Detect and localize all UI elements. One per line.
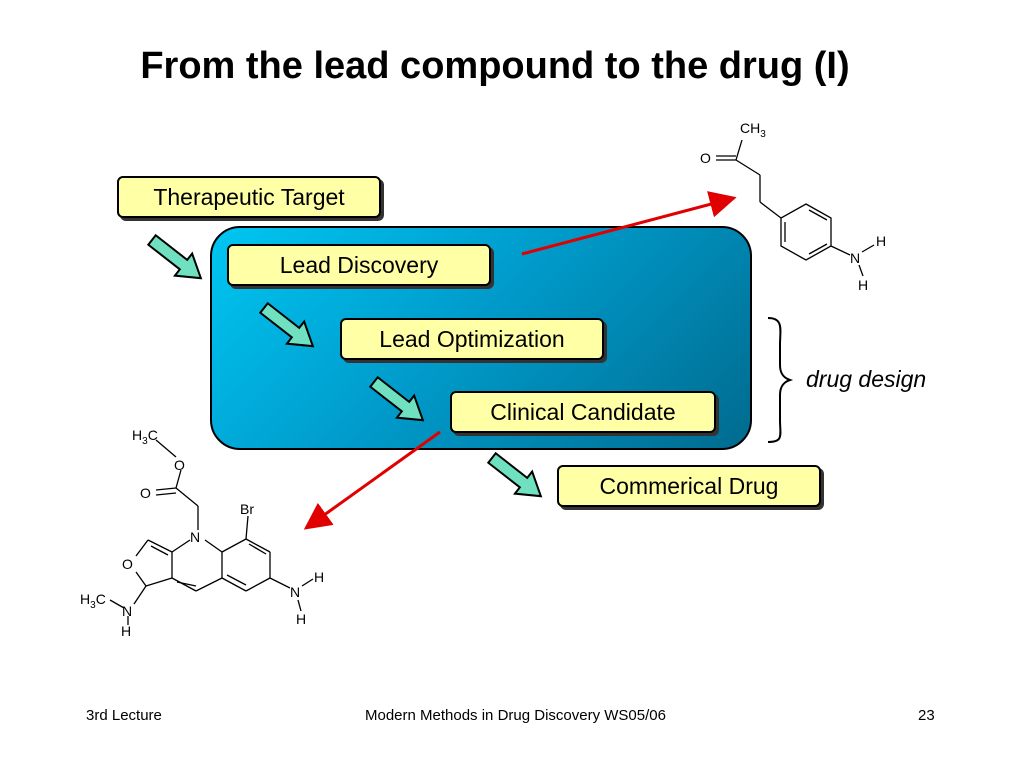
footer-left: 3rd Lecture <box>86 707 162 724</box>
mol2-carbonyl-o-label: O <box>140 485 151 501</box>
flow-arrow-3 <box>368 375 425 422</box>
pointer-arrow-to-candidate-molecule <box>303 430 441 530</box>
mol2-amine-h1-label: H <box>314 569 324 585</box>
flow-arrow-2 <box>258 301 315 348</box>
mol2-furan-o-label: O <box>122 556 133 572</box>
mol1-ch3-label: CH3 <box>740 120 766 140</box>
footer-center: Modern Methods in Drug Discovery WS05/06 <box>365 707 666 724</box>
clinical-candidate-box: Clinical Candidate <box>450 391 716 433</box>
therapeutic-target-box: Therapeutic Target <box>117 176 381 218</box>
slide-title: From the lead compound to the drug (I) <box>140 45 850 87</box>
lead-optimization-box: Lead Optimization <box>340 318 604 360</box>
mol2-amine-h2-label: H <box>296 611 306 627</box>
commercial-drug-box: Commerical Drug <box>557 465 821 507</box>
lead-molecule-structure <box>716 139 875 277</box>
mol2-br-label: Br <box>240 501 254 517</box>
mol2-nme-n-label: N <box>122 603 132 619</box>
mol2-nme-h-label: H <box>121 623 131 639</box>
mol1-h1-label: H <box>876 233 886 249</box>
flow-arrow-4 <box>486 451 543 498</box>
drug-design-label: drug design <box>806 366 927 392</box>
drug-design-brace <box>767 317 794 443</box>
candidate-molecule-structure <box>109 439 314 625</box>
flow-arrow-1 <box>146 233 203 280</box>
pointer-arrow-to-lead-molecule <box>521 191 737 256</box>
mol1-o-label: O <box>700 150 711 166</box>
mol1-h2-label: H <box>858 277 868 293</box>
mol2-ester-o-label: O <box>174 457 185 473</box>
mol2-ring-n-label: N <box>190 529 200 545</box>
lead-discovery-box: Lead Discovery <box>227 244 491 286</box>
mol2-amine-n-label: N <box>290 584 300 600</box>
footer-page-number: 23 <box>918 707 935 724</box>
mol1-n-label: N <box>850 250 860 266</box>
mol2-h3c-bottom-label: H3C <box>80 591 106 611</box>
mol2-h3c-top-label: H3C <box>132 427 158 447</box>
